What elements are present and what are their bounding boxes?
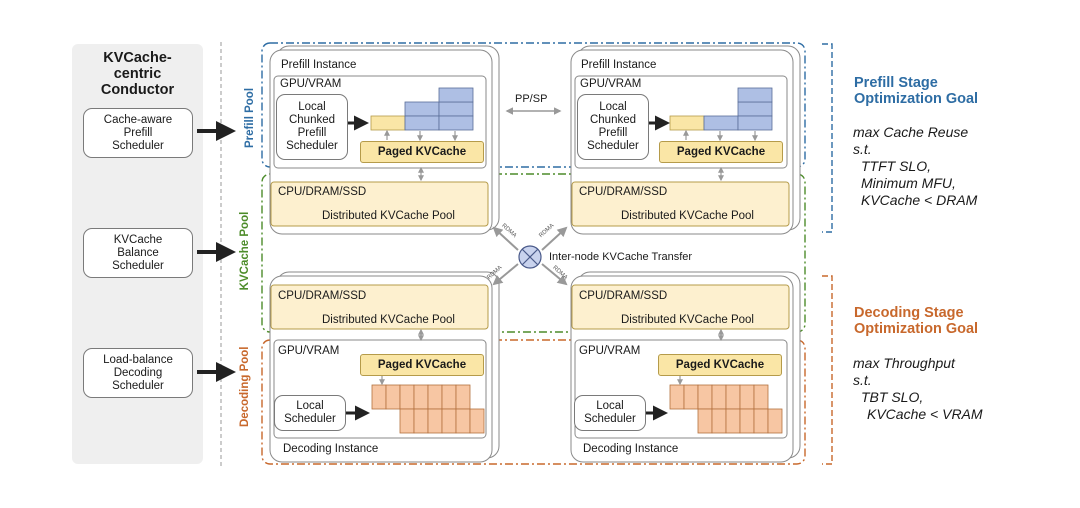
decoding-goal-line: s.t. xyxy=(853,372,872,388)
conductor-title: KVCache- centric Conductor xyxy=(100,50,175,98)
decoding-instance-title: Decoding Instance xyxy=(583,443,679,455)
paged-kvcache-label: Paged KVCache xyxy=(360,141,484,163)
local-scheduler: Local Scheduler xyxy=(274,395,346,431)
kvcache-pool-label: KVCache Pool xyxy=(239,211,251,291)
distributed-kvcache-pool-label: Distributed KVCache Pool xyxy=(322,314,455,326)
gpu-vram-label: GPU/VRAM xyxy=(579,345,641,357)
decoding-goal-line: max Throughput xyxy=(853,355,955,371)
cpu-dram-ssd-label: CPU/DRAM/SSD xyxy=(278,186,367,198)
decoding-pool-label: Decoding Pool xyxy=(239,346,251,428)
distributed-kvcache-pool-label: Distributed KVCache Pool xyxy=(322,210,455,222)
gpu-vram-label: GPU/VRAM xyxy=(580,78,642,90)
paged-kvcache-label: Paged KVCache xyxy=(360,354,484,376)
distributed-kvcache-pool-label: Distributed KVCache Pool xyxy=(621,210,754,222)
kvcache-balance-scheduler: KVCache Balance Scheduler xyxy=(83,228,193,278)
paged-kvcache-label: Paged KVCache xyxy=(659,141,783,163)
prefill-blocks-right xyxy=(669,87,773,131)
inter-node-transfer-label: Inter-node KVCache Transfer xyxy=(549,251,693,263)
decoding-blocks-right xyxy=(669,384,783,434)
decoding-blocks-left xyxy=(371,384,485,434)
switch-icon xyxy=(518,245,542,269)
gpu-vram-label: GPU/VRAM xyxy=(280,78,342,90)
prefill-goal-line: max Cache Reuse xyxy=(853,124,969,140)
prefill-goal-bracket xyxy=(822,43,833,233)
cpu-dram-ssd-label: CPU/DRAM/SSD xyxy=(579,290,668,302)
local-scheduler: Local Scheduler xyxy=(574,395,646,431)
prefill-goal-line: s.t. xyxy=(853,141,872,157)
decoding-goal-title: Decoding Stage Optimization Goal xyxy=(854,305,979,337)
prefill-goal-title: Prefill Stage Optimization Goal xyxy=(854,75,979,107)
cpu-dram-ssd-label: CPU/DRAM/SSD xyxy=(278,290,367,302)
prefill-goal-line: Minimum MFU, xyxy=(861,175,956,191)
decoding-instance-title: Decoding Instance xyxy=(283,443,379,455)
cache-aware-prefill-scheduler: Cache-aware Prefill Scheduler xyxy=(83,108,193,158)
local-chunked-prefill-scheduler: Local Chunked Prefill Scheduler xyxy=(276,94,348,160)
prefill-goal-line: KVCache < DRAM xyxy=(861,192,978,208)
gpu-vram-label: GPU/VRAM xyxy=(278,345,340,357)
cpu-dram-ssd-label: CPU/DRAM/SSD xyxy=(579,186,668,198)
prefill-blocks-left xyxy=(370,87,474,131)
local-chunked-prefill-scheduler: Local Chunked Prefill Scheduler xyxy=(577,94,649,160)
load-balance-decoding-scheduler: Load-balance Decoding Scheduler xyxy=(83,348,193,398)
paged-kvcache-label: Paged KVCache xyxy=(658,354,782,376)
prefill-goal-line: TTFT SLO, xyxy=(861,158,931,174)
distributed-kvcache-pool-label: Distributed KVCache Pool xyxy=(621,314,754,326)
kvcache-pool-outline xyxy=(261,173,806,333)
prefill-pool-outline xyxy=(261,42,806,168)
pp-sp-label: PP/SP xyxy=(515,93,548,105)
prefill-pool-label: Prefill Pool xyxy=(244,87,256,149)
decoding-goal-line: TBT SLO, xyxy=(861,389,924,405)
prefill-instance-title: Prefill Instance xyxy=(281,59,357,71)
decoding-pool-outline xyxy=(261,339,806,465)
decoding-goal-bracket xyxy=(822,275,833,465)
decoding-goal-line: KVCache < VRAM xyxy=(867,406,983,422)
conductor-arrows xyxy=(197,121,236,382)
prefill-instance-title: Prefill Instance xyxy=(581,59,657,71)
